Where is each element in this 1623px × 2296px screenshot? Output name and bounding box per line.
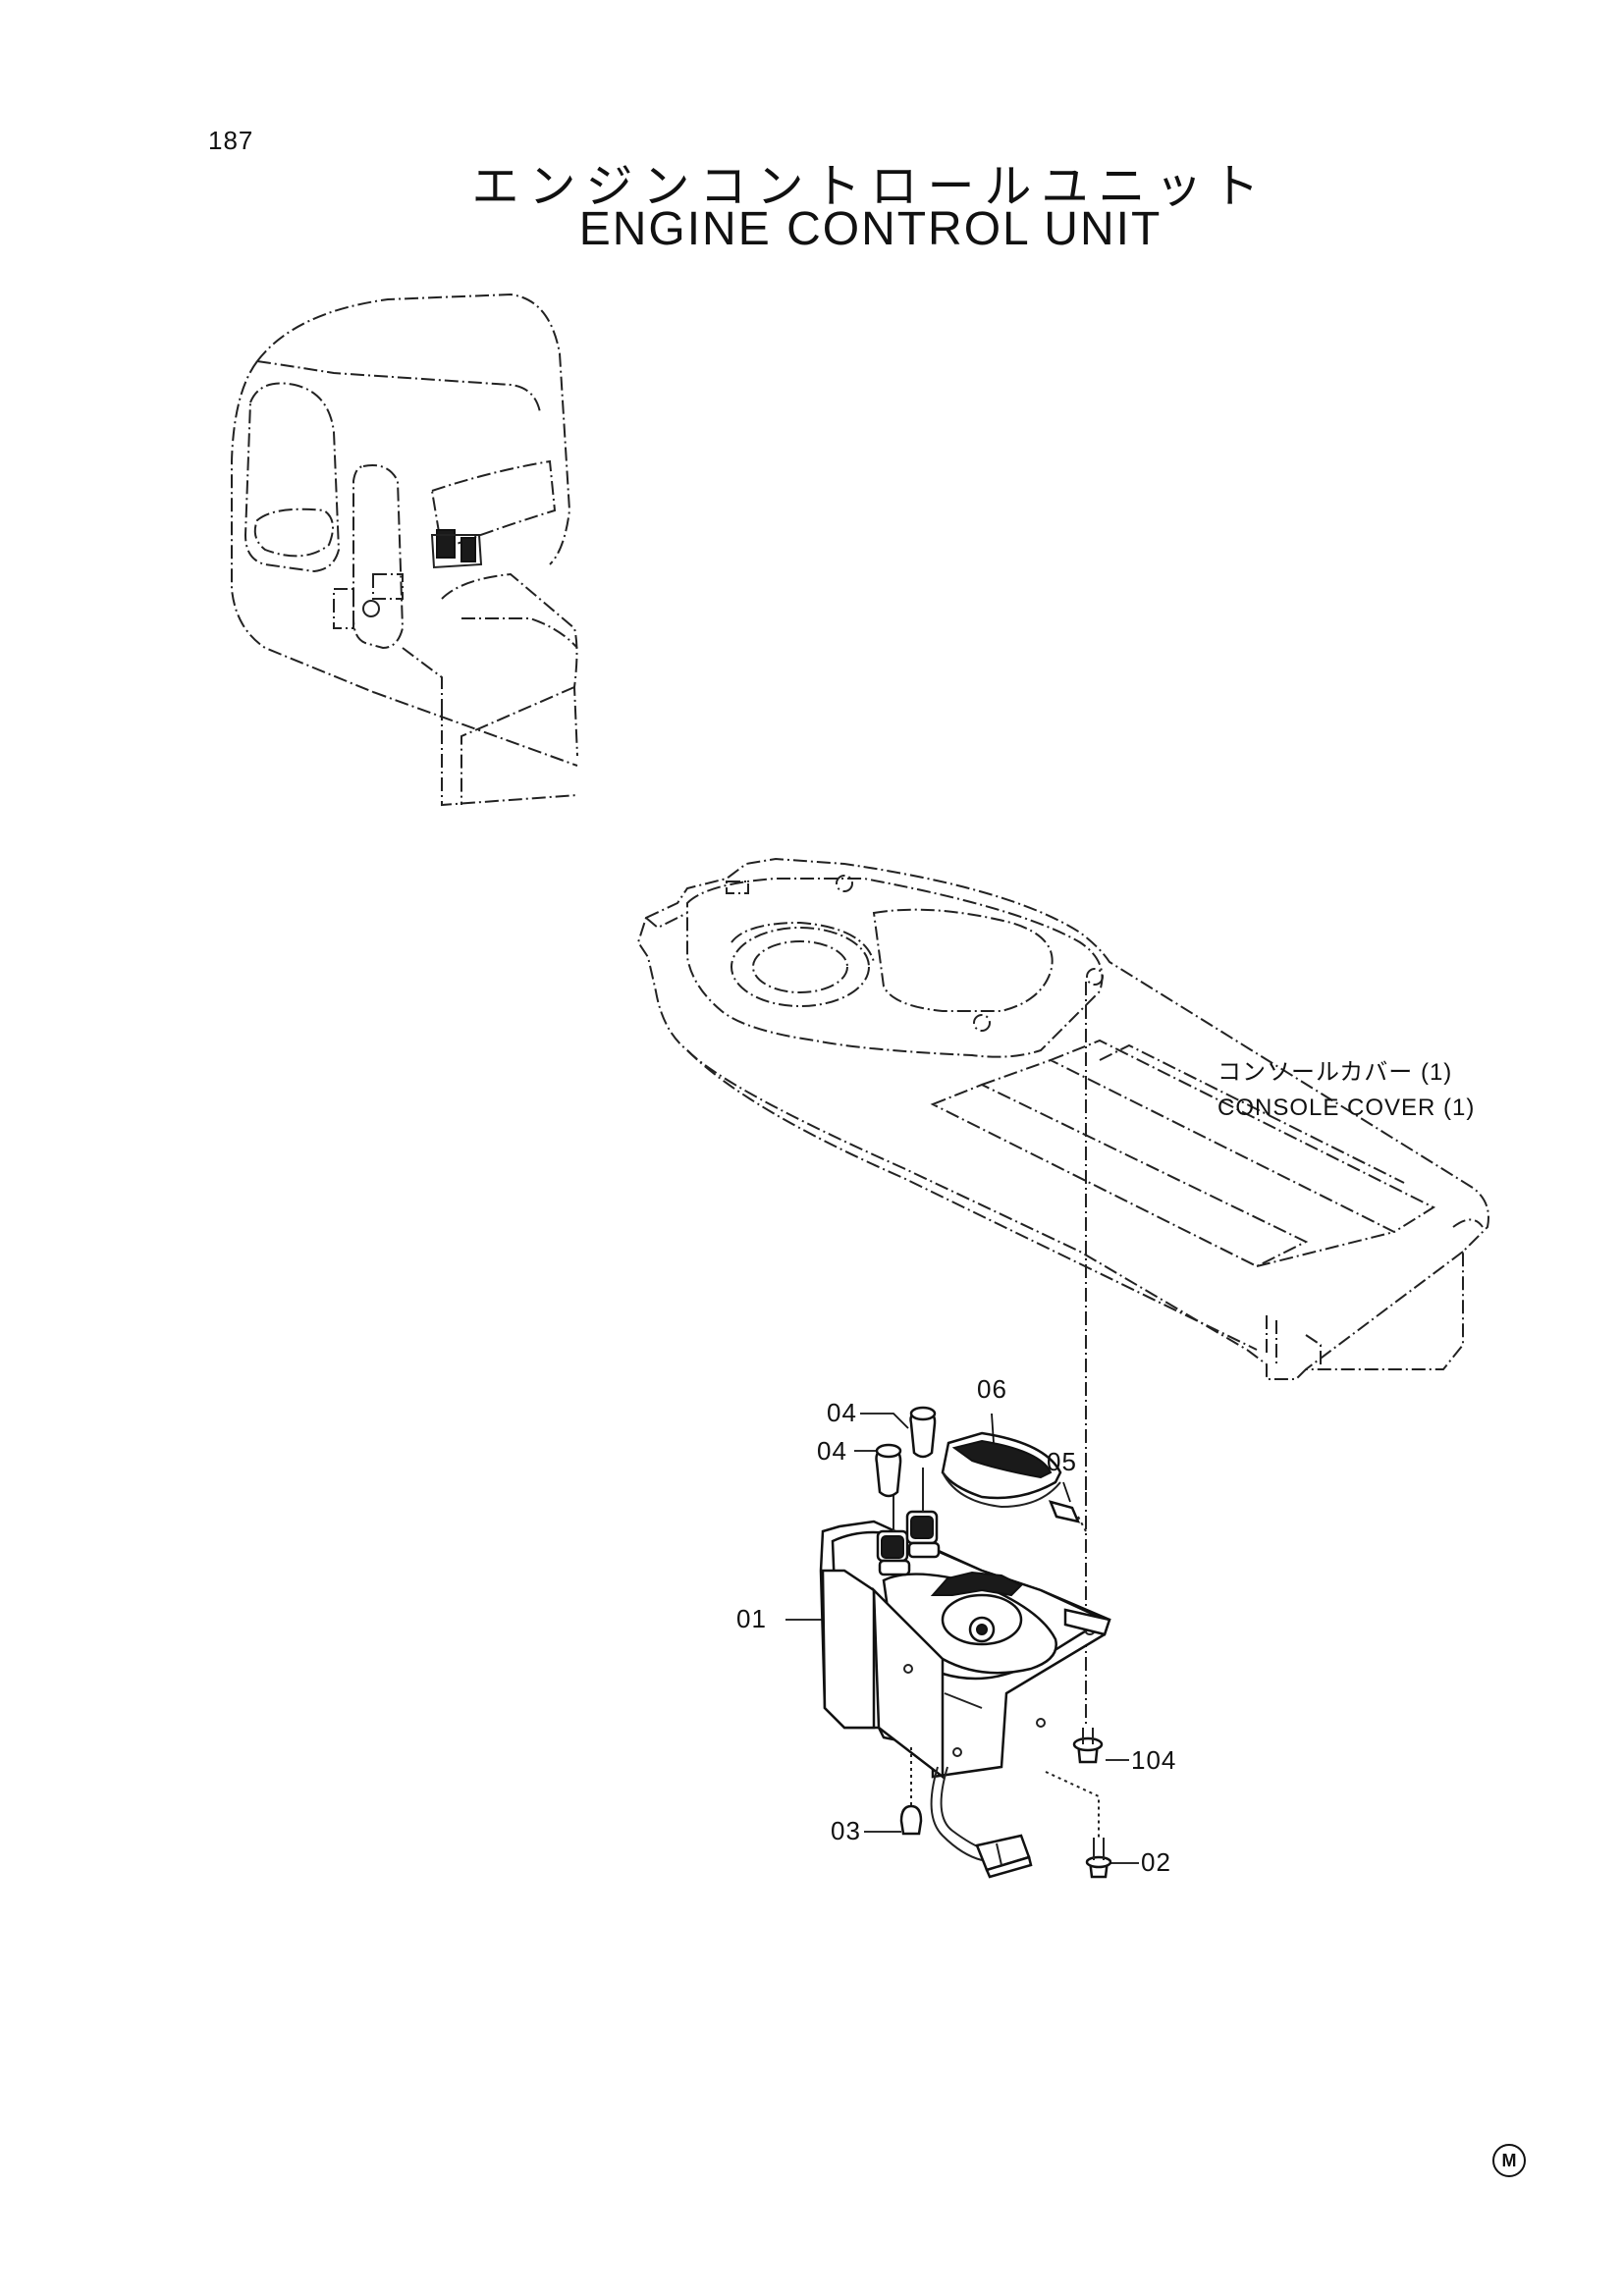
part-label-104: 104	[1131, 1745, 1177, 1775]
part-label-04-upper: 04	[827, 1398, 857, 1427]
page-number: 187	[208, 126, 254, 155]
console-cover-label-english: CONSOLE COVER (1)	[1217, 1095, 1476, 1121]
part-label-01: 01	[736, 1604, 767, 1633]
part-label-06: 06	[977, 1374, 1007, 1404]
part-label-02: 02	[1141, 1847, 1171, 1877]
console-cover-illustration	[636, 857, 1489, 1380]
console-cover-label-japanese: コンソールカバー (1)	[1217, 1059, 1453, 1086]
part-label-03: 03	[831, 1816, 861, 1845]
part-label-04-lower: 04	[817, 1436, 847, 1466]
part-leader-lines	[785, 1413, 1139, 1864]
excavator-cab-illustration	[231, 293, 578, 807]
page-title-english: ENGINE CONTROL UNIT	[578, 203, 1163, 255]
console-cover-callout: コンソールカバー (1) CONSOLE COVER (1)	[1217, 1055, 1475, 1126]
manufacturer-mark-icon: M	[1492, 2144, 1526, 2177]
part-label-05: 05	[1047, 1447, 1077, 1476]
engine-control-unit-illustration	[819, 1406, 1112, 1879]
page-title-japanese: エンジンコントロールユニット	[471, 159, 1270, 214]
